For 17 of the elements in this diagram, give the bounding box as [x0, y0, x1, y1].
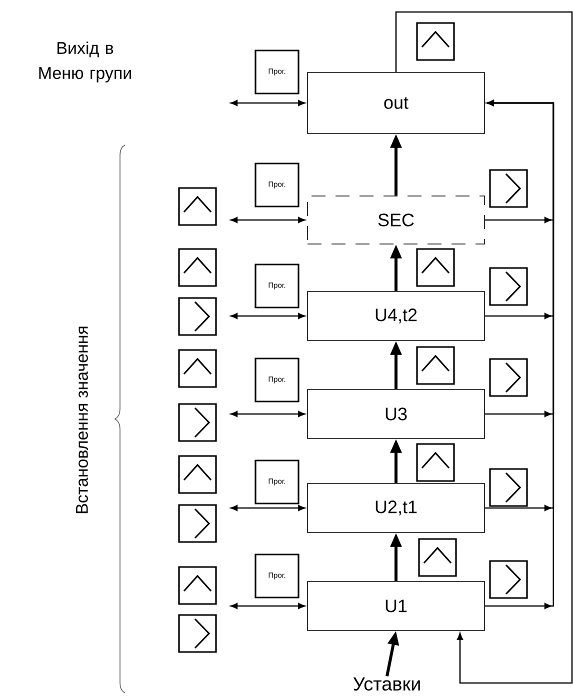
process-box: U4,t2	[307, 291, 485, 341]
double-arrow	[230, 411, 306, 417]
side-label: Встановлення значення	[76, 326, 88, 514]
process-box: U1	[307, 581, 485, 631]
input-label: Уставки	[353, 677, 420, 691]
double-arrow	[230, 505, 306, 511]
process-box: U2,t1	[307, 483, 485, 533]
loop-arrow	[395, 11, 573, 684]
process-box: SEC	[307, 196, 485, 244]
double-arrow	[230, 603, 306, 609]
menu-exit-label: Вихід в Меню групи	[39, 42, 131, 82]
double-arrow	[230, 313, 306, 319]
process-box: U3	[307, 389, 485, 439]
bus-arrow	[484, 100, 554, 609]
double-arrow	[230, 217, 306, 223]
double-arrow	[230, 100, 306, 106]
process-box: out	[307, 72, 485, 134]
